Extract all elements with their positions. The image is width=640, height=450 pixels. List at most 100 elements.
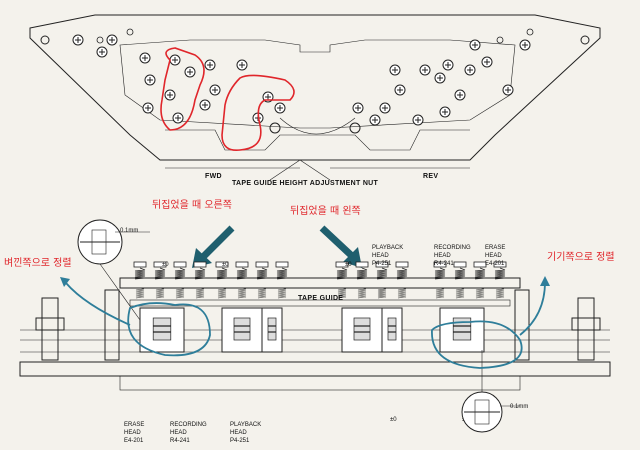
screw-icon: [169, 54, 181, 66]
right-head-1-line3: P4-251: [372, 261, 392, 267]
spring-icon: [275, 261, 289, 299]
left-head-1-line1: ERASE: [124, 422, 144, 428]
gap-magnifier-left: [77, 219, 150, 321]
left-head-3-line3: P4-251: [230, 438, 250, 444]
left-head-2-line1: RECORDING: [170, 422, 207, 428]
head-block: [261, 307, 283, 353]
nut-label: TAPE GUIDE HEIGHT ADJUSTMENT NUT: [232, 180, 379, 187]
left-head-3-line1: PLAYBACK: [230, 422, 261, 428]
hole-icon: [496, 36, 504, 44]
rev-label: REV: [423, 173, 438, 180]
right-head-3-line1: ERASE: [485, 245, 505, 251]
right-head-2-line3: R4-241: [434, 261, 454, 267]
screw-icon: [164, 89, 176, 101]
left-head-2-line3: R4-241: [170, 438, 190, 444]
red-outline-right: [221, 74, 295, 152]
hole-icon: [96, 36, 104, 44]
hole-icon: [526, 28, 534, 36]
screw-icon: [419, 64, 431, 76]
screw-icon: [434, 72, 446, 84]
left-head-3-line2: HEAD: [230, 430, 247, 436]
screw-icon: [199, 99, 211, 111]
left-align-note: 벼낀쪽으로 정렬: [4, 256, 72, 269]
rev-side-note: 뒤집었을 때 왼쪽: [290, 205, 361, 217]
head-block: [221, 307, 263, 353]
screw-icon: [469, 39, 481, 51]
gap-left-label: 0.1mm: [120, 228, 138, 234]
pm0-d: ±0: [390, 417, 397, 423]
teal-highlight-right: [431, 276, 550, 369]
screw-icon: [72, 34, 84, 46]
spring-icon: [355, 261, 369, 299]
right-head-labels: PLAYBACK HEAD P4-251 RECORDING HEAD R4-2…: [372, 245, 505, 267]
right-head-1-line2: HEAD: [372, 253, 389, 259]
screw-icon: [389, 64, 401, 76]
spring-icon: [255, 261, 269, 299]
screw-icon: [184, 66, 196, 78]
screw-icon: [454, 89, 466, 101]
pm0-c: ±0: [345, 262, 352, 268]
spring-row: [133, 261, 507, 299]
screw-icon: [236, 59, 248, 71]
screw-icon: [379, 102, 391, 114]
spring-icon: [335, 261, 349, 299]
head-block: [341, 307, 383, 353]
screw-icon: [502, 84, 514, 96]
screw-icon: [464, 64, 476, 76]
hole-icon: [126, 28, 134, 36]
right-head-3-line3: E4-201: [485, 261, 505, 267]
tape-guide-label: TAPE GUIDE: [298, 295, 343, 302]
head-block: [381, 307, 403, 353]
screw-cluster: [72, 28, 534, 126]
pm0-b: ±0: [222, 262, 229, 268]
screw-icon: [139, 52, 151, 64]
screw-icon: [142, 102, 154, 114]
head-block: [139, 307, 185, 353]
right-head-2-line1: RECORDING: [434, 245, 471, 251]
fwd-label: FWD: [205, 173, 222, 180]
head-blocks: [139, 307, 485, 353]
teal-highlight-left: [60, 277, 211, 357]
screw-icon: [369, 114, 381, 126]
screw-icon: [519, 39, 531, 51]
spring-icon: [193, 261, 207, 299]
screw-icon: [352, 102, 364, 114]
spring-icon: [453, 261, 467, 299]
gap-right-label: 0.1mm: [510, 404, 528, 410]
screw-icon: [412, 114, 424, 126]
spring-icon: [235, 261, 249, 299]
screw-icon: [394, 84, 406, 96]
gap-magnifier-right: [461, 350, 520, 433]
spring-icon: [173, 261, 187, 299]
screw-icon: [144, 74, 156, 86]
right-head-2-line2: HEAD: [434, 253, 451, 259]
left-head-labels: ERASE HEAD E4-201 RECORDING HEAD R4-241 …: [124, 422, 261, 444]
fwd-side-note: 뒤집었을 때 오른쪽: [152, 199, 232, 211]
spring-icon: [375, 261, 389, 299]
spring-icon: [433, 261, 447, 299]
right-align-note: 기기쪽으로 정렬: [547, 250, 615, 263]
screw-icon: [442, 59, 454, 71]
screw-icon: [481, 56, 493, 68]
spring-icon: [215, 261, 229, 299]
left-head-1-line3: E4-201: [124, 438, 144, 444]
spring-icon: [395, 261, 409, 299]
head-mounting-plate: [29, 14, 601, 161]
screw-icon: [439, 106, 451, 118]
spring-icon: [133, 261, 147, 299]
screw-icon: [209, 84, 221, 96]
spring-icon: [153, 261, 167, 299]
left-head-2-line2: HEAD: [170, 430, 187, 436]
right-head-3-line2: HEAD: [485, 253, 502, 259]
spring-icon: [473, 261, 487, 299]
screw-icon: [96, 46, 108, 58]
spring-icon: [493, 261, 507, 299]
screw-icon: [204, 59, 216, 71]
pm0-a: ±0: [162, 262, 169, 268]
screw-icon: [172, 112, 184, 124]
screw-icon: [274, 102, 286, 114]
screw-icon: [106, 34, 118, 46]
head-block: [439, 307, 485, 353]
